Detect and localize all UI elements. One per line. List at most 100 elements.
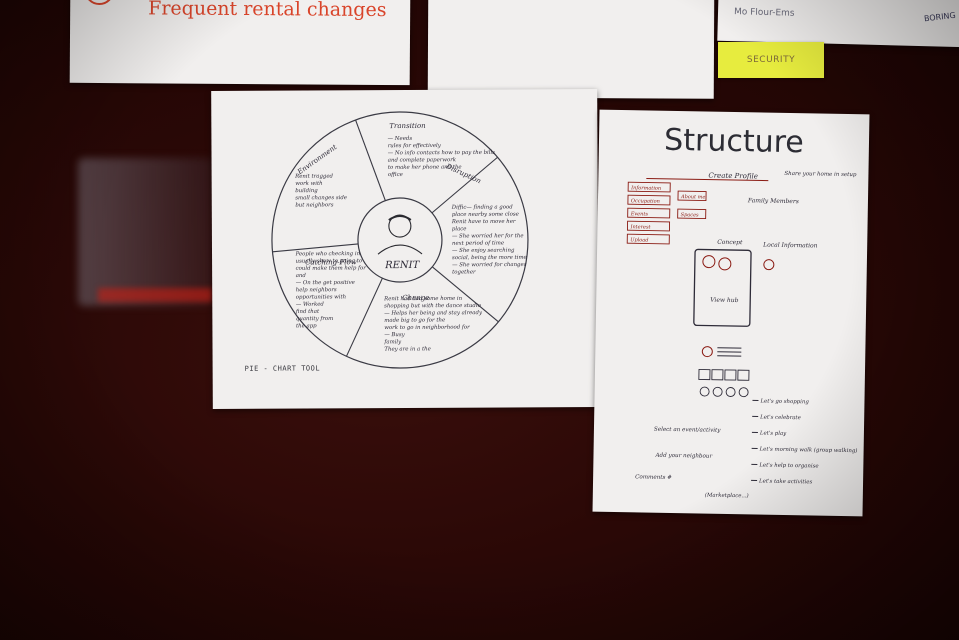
pie-divider-2	[431, 266, 499, 323]
paper-top-right: Mo Flour-Ems BORING	[717, 0, 959, 48]
pie-segment-text-1-3: place	[452, 226, 467, 232]
handwritten-tag: BORING	[923, 10, 957, 24]
pie-segment-text-3-9: quantity from	[296, 316, 333, 322]
pie-segment-text-1-9: together	[452, 269, 476, 275]
paper-frequent-rental-changes: Frequent rental changes	[69, 0, 411, 86]
structure-left-note-1: Add your neighbour	[654, 453, 712, 460]
phone-caption: Concept	[717, 239, 743, 246]
structure-list-item-5: Let's take activities	[758, 478, 813, 485]
person-hair-icon	[388, 215, 412, 221]
pie-segment-heading-3: Catching-Flow	[305, 258, 357, 266]
pie-segment-text-1-1: place nearby some close	[452, 212, 519, 218]
pie-inner-circle	[357, 197, 443, 283]
pie-segment-text-4-3: small changes side	[295, 195, 347, 201]
pie-segment-text-4-4: but neighbors	[295, 202, 333, 208]
pie-segment-text-1-8: — She worried for changes	[452, 262, 527, 268]
pie-segment-text-2-3: made big to go for the	[384, 318, 445, 324]
handwritten-note: Mo Flour-Ems	[733, 7, 795, 19]
pie-segment-heading-0: Transition	[389, 122, 426, 130]
wall-red-reflection	[98, 288, 213, 302]
pie-segment-text-2-7: They are in a the	[384, 346, 430, 352]
structure-center-label: Create Profile	[708, 172, 758, 181]
structure-box-4	[626, 233, 670, 245]
pie-center-label: RENIT	[384, 260, 421, 271]
pie-segment-text-1-7: social, being the more time	[452, 255, 527, 261]
pie-divider-1	[431, 156, 498, 214]
location-icon	[763, 259, 775, 271]
structure-list-item-0: Let's go shopping	[759, 399, 809, 406]
wall-reflection	[78, 158, 213, 306]
structure-left-note-2: Comments #	[635, 474, 672, 481]
structure-mid-box-0	[677, 190, 707, 202]
category-circle-0	[699, 386, 710, 397]
paper-title: Frequent rental changes	[148, 0, 387, 22]
pie-segment-text-3-7: — Worked	[296, 302, 325, 308]
pie-segment-text-3-1: usually show to going to	[296, 258, 363, 264]
structure-box-label-2: Events	[630, 211, 649, 217]
pie-segment-text-2-5: — Busy	[384, 332, 405, 338]
structure-box-0	[627, 181, 671, 193]
pie-segment-heading-2: Change	[402, 294, 429, 302]
grid-tile-3	[737, 369, 750, 381]
structure-left-note-0: Select an event/activity	[654, 427, 721, 434]
pie-segment-text-1-4: — She worried her for the	[452, 233, 524, 239]
structure-sketch: Create Profile Share your home in setupIn…	[626, 171, 857, 500]
pie-segment-text-0-1: rules for effectively	[388, 143, 442, 149]
sticky-note-security: SECURITY	[718, 42, 824, 78]
structure-box-3	[626, 220, 671, 232]
pie-segment-text-3-4: — On the get positive	[296, 280, 355, 286]
pie-segment-text-3-0: People who checking in	[295, 251, 361, 257]
pie-segment-text-2-0: Renit had had some home in	[383, 296, 463, 302]
pie-segment-text-1-0: Diffic— finding a good	[451, 204, 513, 210]
category-circle-3	[738, 387, 749, 398]
pie-segment-heading-1: Disruption	[444, 162, 483, 186]
pie-segment-text-3-5: help neighbors	[296, 287, 337, 293]
phone-screen-label: View hub	[710, 297, 739, 304]
structure-box-label-4: Upload	[630, 237, 648, 243]
structure-mid-box-label-1: Spaces	[681, 212, 699, 218]
pie-divider-4	[272, 243, 359, 253]
pie-segment-text-3-3: and	[296, 273, 307, 279]
structure-box-label-0: Information	[630, 185, 661, 192]
structure-list-item-1: Let's celebrate	[759, 415, 801, 422]
pie-outer-circle	[271, 111, 529, 369]
pie-divider-3	[345, 277, 383, 357]
pie-segment-heading-4: Environment	[295, 143, 338, 177]
pie-segment-text-2-2: — Helps her being and stay already	[384, 310, 483, 317]
structure-list-item-2: Let's play	[759, 431, 787, 437]
pie-segment-text-1-6: — She enjoy searching	[452, 248, 515, 254]
pie-segment-text-2-1: shopping but with the dance studio	[384, 303, 481, 310]
grid-tile-1	[711, 369, 724, 381]
avatar-icon	[701, 346, 713, 358]
category-circle-1	[712, 386, 723, 397]
sticky-label: SECURITY	[746, 55, 796, 65]
pie-segment-text-0-3: and complete paperwork	[388, 157, 456, 163]
pie-segment-text-0-4: to make her phone and the	[388, 164, 462, 170]
structure-top-line	[646, 178, 769, 182]
structure-right-note: Share your home in setup	[784, 171, 857, 178]
grid-tile-0	[698, 368, 711, 381]
structure-diagram: Create Profile Share your home in setupIn…	[626, 171, 857, 500]
structure-bottom-note: (Marketplace...)	[705, 492, 749, 500]
phone-frame	[693, 248, 752, 327]
pie-segment-text-0-5: office	[388, 172, 403, 178]
pie-segment-text-1-5: next period of time	[452, 240, 504, 246]
pie-segment-text-4-1: work with	[295, 181, 322, 187]
pie-segment-text-0-2: — No info contacts how to pay the bills	[388, 150, 495, 157]
pie-segment-text-3-8: find that	[295, 309, 320, 315]
grid-tile-2	[724, 369, 737, 381]
structure-box-2	[627, 207, 671, 219]
structure-box-label-1: Occupation	[631, 198, 660, 205]
pie-segment-text-2-6: family	[383, 339, 402, 345]
pie-segment-text-2-4: work to go in neighborhood for	[384, 325, 470, 331]
phone-side-note: Local Information	[762, 242, 818, 250]
pie-segment-text-3-6: opportunities with	[296, 294, 346, 300]
phone-pin-icon-2	[718, 257, 732, 271]
person-body-icon	[377, 244, 423, 255]
pie-divider-0	[355, 119, 386, 201]
structure-box-label-3: Interest	[629, 224, 651, 230]
